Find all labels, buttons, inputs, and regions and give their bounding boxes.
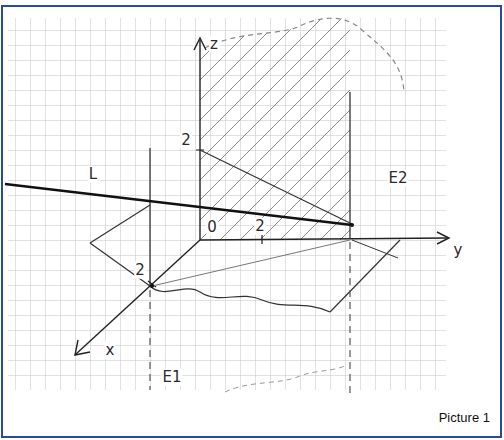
connecting-line	[200, 150, 352, 224]
arrowhead	[75, 340, 90, 355]
x-axis	[76, 240, 200, 354]
arrowhead	[437, 232, 449, 244]
vertical-dashed-line	[349, 242, 350, 398]
origin-label: 0	[206, 219, 218, 236]
vertical-line	[349, 92, 350, 238]
figure-caption: Picture 1	[439, 410, 490, 425]
y-axis	[200, 238, 448, 240]
graph-paper	[8, 18, 446, 390]
plane-label: E1	[161, 369, 182, 386]
vertical-line	[149, 148, 150, 286]
plane-edge	[90, 205, 150, 243]
tick-marks	[148, 150, 262, 287]
tick-number: 2	[254, 218, 266, 235]
plane-edge	[330, 240, 400, 312]
line-label: L	[88, 166, 98, 183]
connecting-line	[152, 240, 350, 286]
tick-number: 2	[134, 262, 146, 279]
plane-edge-dashed	[205, 18, 404, 92]
plane-label: E2	[387, 170, 408, 187]
arrowhead	[194, 38, 206, 50]
axis-label: x	[105, 342, 116, 359]
plane-edge	[90, 243, 150, 286]
plane-hatching	[190, 0, 360, 410]
plane-wavy-edge	[150, 286, 330, 312]
axis-point	[150, 284, 154, 288]
hatch-lines	[190, 0, 360, 410]
picture-frame	[2, 6, 501, 437]
plane-edge	[352, 240, 398, 258]
vertical-dashed-line	[149, 290, 150, 390]
z-axis	[199, 40, 200, 240]
tick-number: 2	[180, 132, 192, 149]
intersection-point	[350, 223, 354, 227]
plane-edge-dashed	[225, 366, 345, 392]
axis-label: y	[453, 242, 464, 259]
axis-label: z	[209, 36, 219, 53]
line-l	[5, 184, 352, 225]
